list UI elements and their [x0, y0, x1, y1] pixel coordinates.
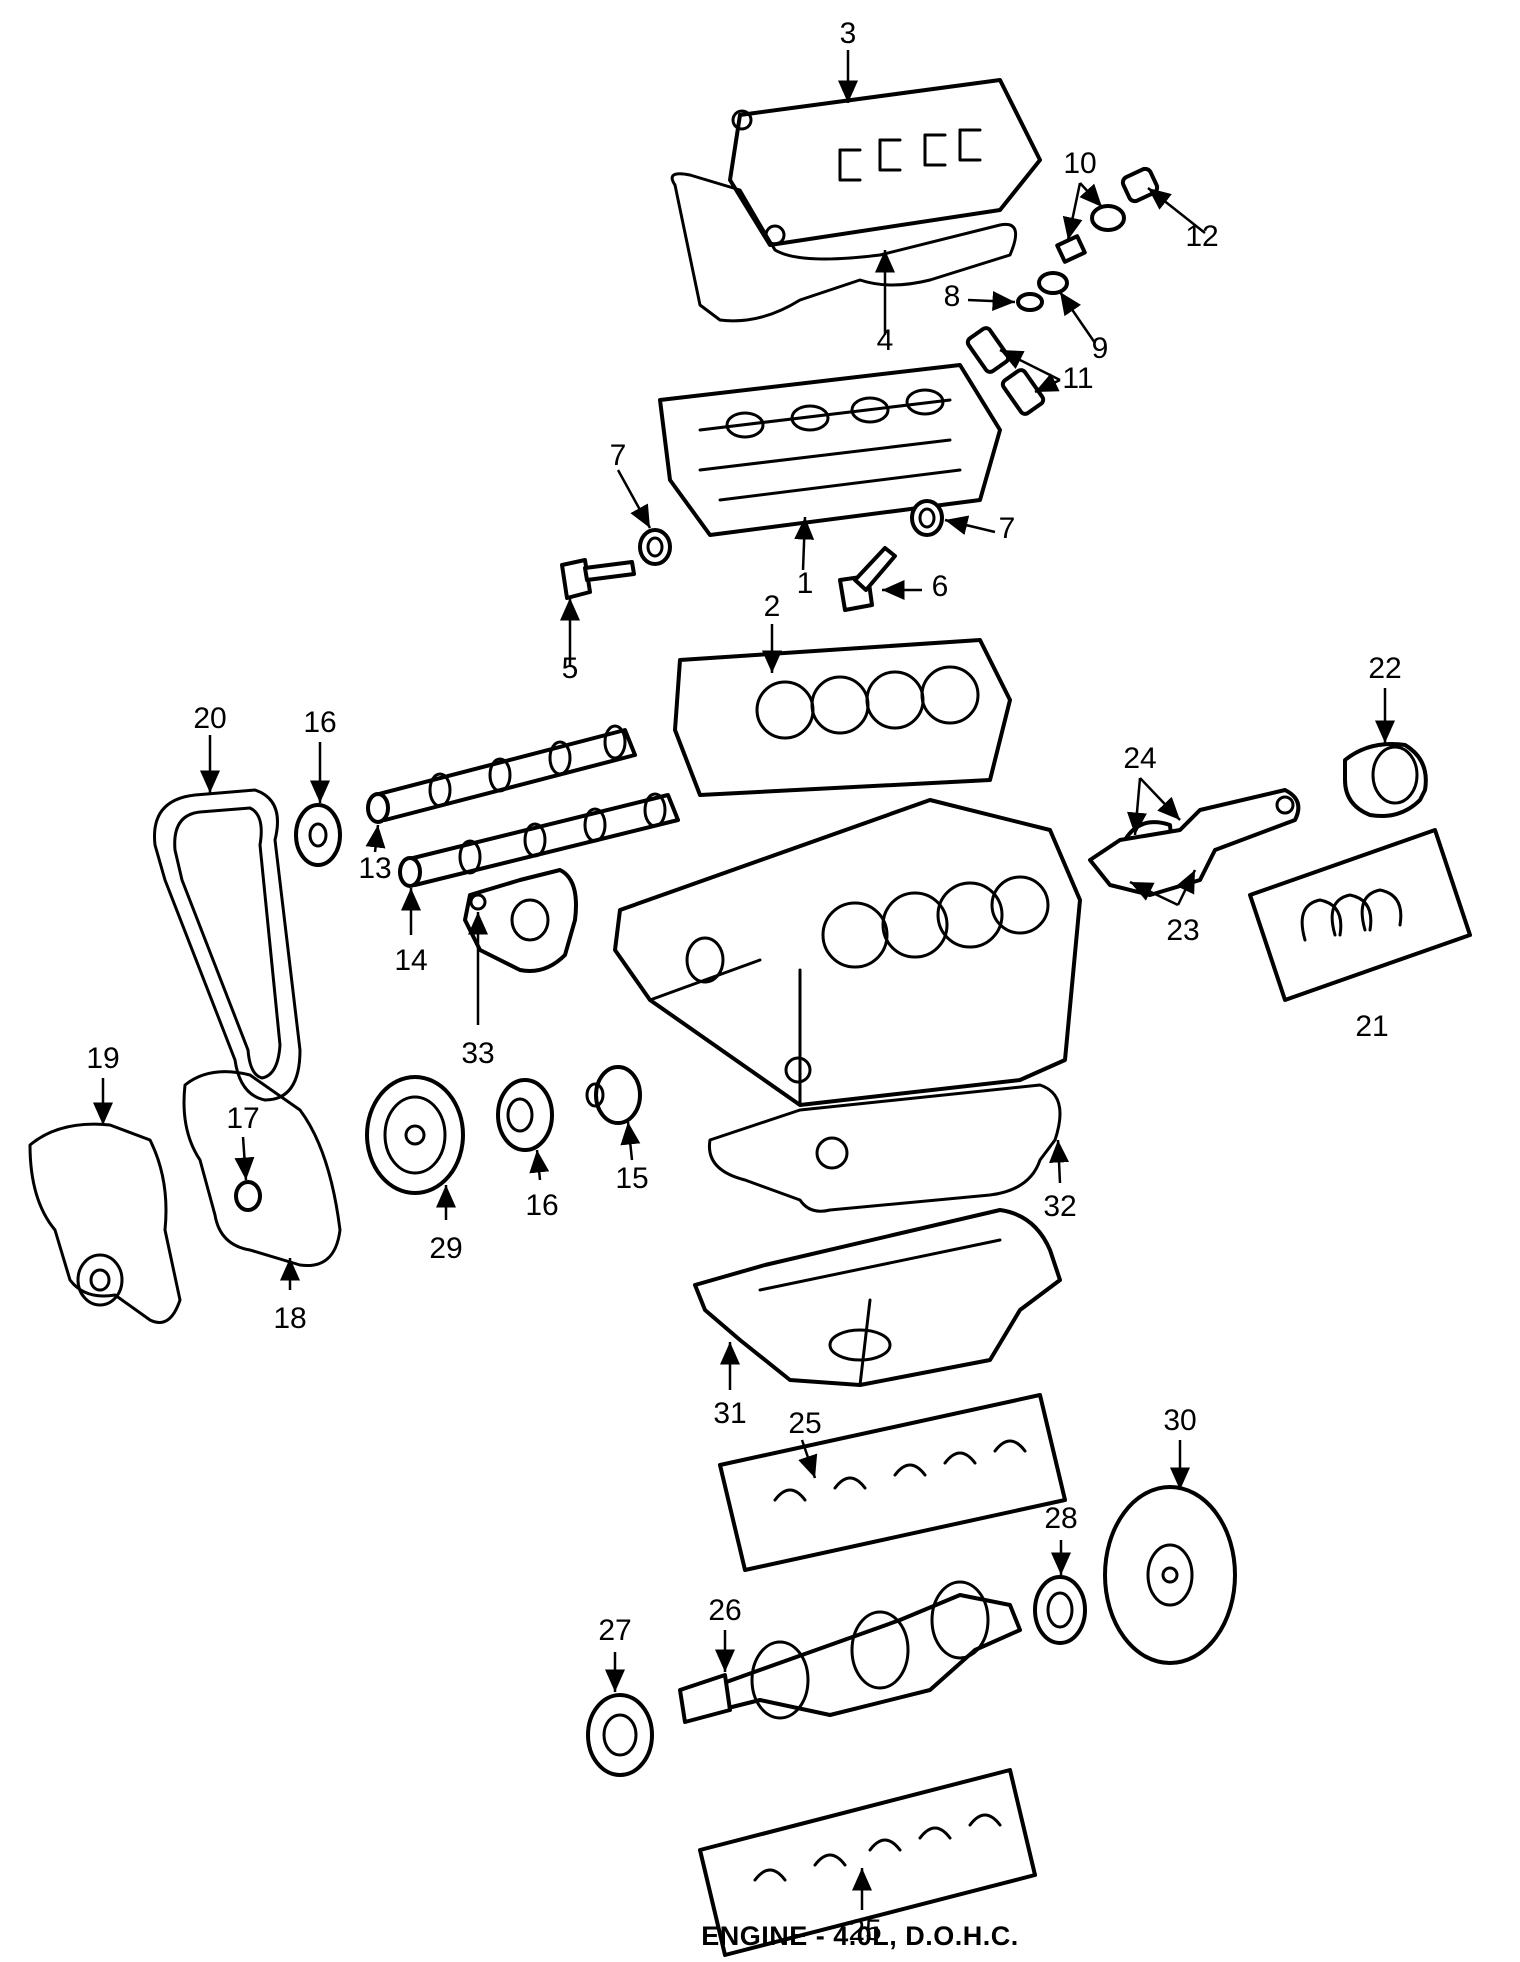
callout-30: 30 [1163, 1404, 1196, 1437]
callout-1: 1 [797, 567, 814, 600]
part-6-head-bolt [838, 546, 897, 612]
callout-11: 11 [1062, 362, 1093, 395]
callout-25: 25 [848, 1914, 881, 1947]
callout-22: 22 [1368, 652, 1401, 685]
part-13-camshaft [366, 724, 637, 824]
part-26-crankshaft [678, 1580, 1022, 1724]
callout-20: 20 [193, 702, 226, 735]
callout-27: 27 [598, 1614, 631, 1647]
part-21-piston-rings [1248, 828, 1472, 1002]
callout-29: 29 [429, 1232, 462, 1265]
callout-2: 2 [764, 590, 781, 623]
callout-labels: 1 2 3 4 5 6 7 7 8 9 10 11 12 13 14 15 16… [86, 17, 1401, 1947]
part-10-valve-spring [1055, 204, 1126, 264]
part-25-main-bearings-lower [698, 1768, 1037, 1957]
part-16-cam-sprocket [294, 803, 342, 867]
callout-18: 18 [273, 1302, 306, 1335]
part-25-main-bearings-upper [718, 1393, 1067, 1572]
part-5-head-bolt [560, 558, 636, 600]
callout-14: 14 [394, 944, 427, 977]
callout-8: 8 [944, 280, 961, 313]
part-32-oil-pan-gasket [707, 1056, 1062, 1213]
callout-6: 6 [932, 570, 949, 603]
part-2-head-gasket [673, 638, 1012, 797]
part-1-cylinder-head [658, 363, 1002, 537]
part-29-crankshaft-pulley [365, 1075, 465, 1195]
part-14-camshaft [398, 792, 680, 888]
callout-16: 16 [525, 1189, 558, 1222]
part-22-piston [1343, 742, 1428, 818]
part-23-connecting-rod [1088, 788, 1301, 897]
part-7-camshaft-seal-right [910, 499, 944, 537]
callout-9: 9 [1092, 332, 1109, 365]
part-33-timing-cover-plate [463, 868, 578, 973]
part-18-front-cover [182, 1070, 342, 1268]
callout-19: 19 [86, 1042, 119, 1075]
callout-26: 26 [708, 1594, 741, 1627]
part-30-flexplate [1103, 1485, 1237, 1665]
callout-10: 10 [1063, 147, 1096, 180]
callout-23: 23 [1166, 914, 1199, 947]
callout-28: 28 [1044, 1502, 1077, 1535]
part-9-valve-retainer [1037, 271, 1069, 295]
callout-13: 13 [358, 852, 391, 885]
callout-15: 15 [615, 1162, 648, 1195]
callout-16: 16 [303, 706, 336, 739]
part-4-valve-cover-gasket [670, 172, 1018, 323]
callout-24: 24 [1123, 742, 1156, 775]
callout-21: 21 [1355, 1010, 1388, 1043]
callout-12: 12 [1185, 220, 1218, 253]
part-16-crankshaft-sprocket [496, 1078, 554, 1152]
callout-3: 3 [840, 17, 857, 50]
part-3-valve-cover [728, 78, 1042, 247]
callout-17: 17 [226, 1102, 259, 1135]
callout-5: 5 [562, 652, 579, 685]
part-31-oil-pan [693, 1208, 1062, 1387]
callout-7: 7 [610, 439, 627, 472]
callout-31: 31 [713, 1397, 746, 1430]
part-17-front-cover-seal [234, 1180, 262, 1212]
part-11-valve-seals [965, 326, 1046, 416]
engine-block [613, 798, 1082, 1107]
callout-7: 7 [999, 512, 1016, 545]
part-7-camshaft-seal-left [638, 528, 672, 566]
diagram-caption: ENGINE - 4.0L, D.O.H.C. [701, 1921, 1019, 1951]
part-20-timing-chain [153, 788, 302, 1102]
callout-32: 32 [1043, 1190, 1076, 1223]
part-15-plug [585, 1065, 642, 1125]
callout-25: 25 [788, 1407, 821, 1440]
part-19-front-cover-gasket [28, 1122, 182, 1324]
part-27-crankshaft-front-seal [586, 1693, 654, 1777]
part-28-rear-main-seal [1033, 1575, 1087, 1645]
part-8-valve-keeper [1016, 292, 1044, 312]
callout-33: 33 [461, 1037, 494, 1070]
part-12-lifter [1120, 166, 1160, 204]
callout-4: 4 [877, 324, 894, 357]
leader-lines [93, 50, 1395, 1910]
